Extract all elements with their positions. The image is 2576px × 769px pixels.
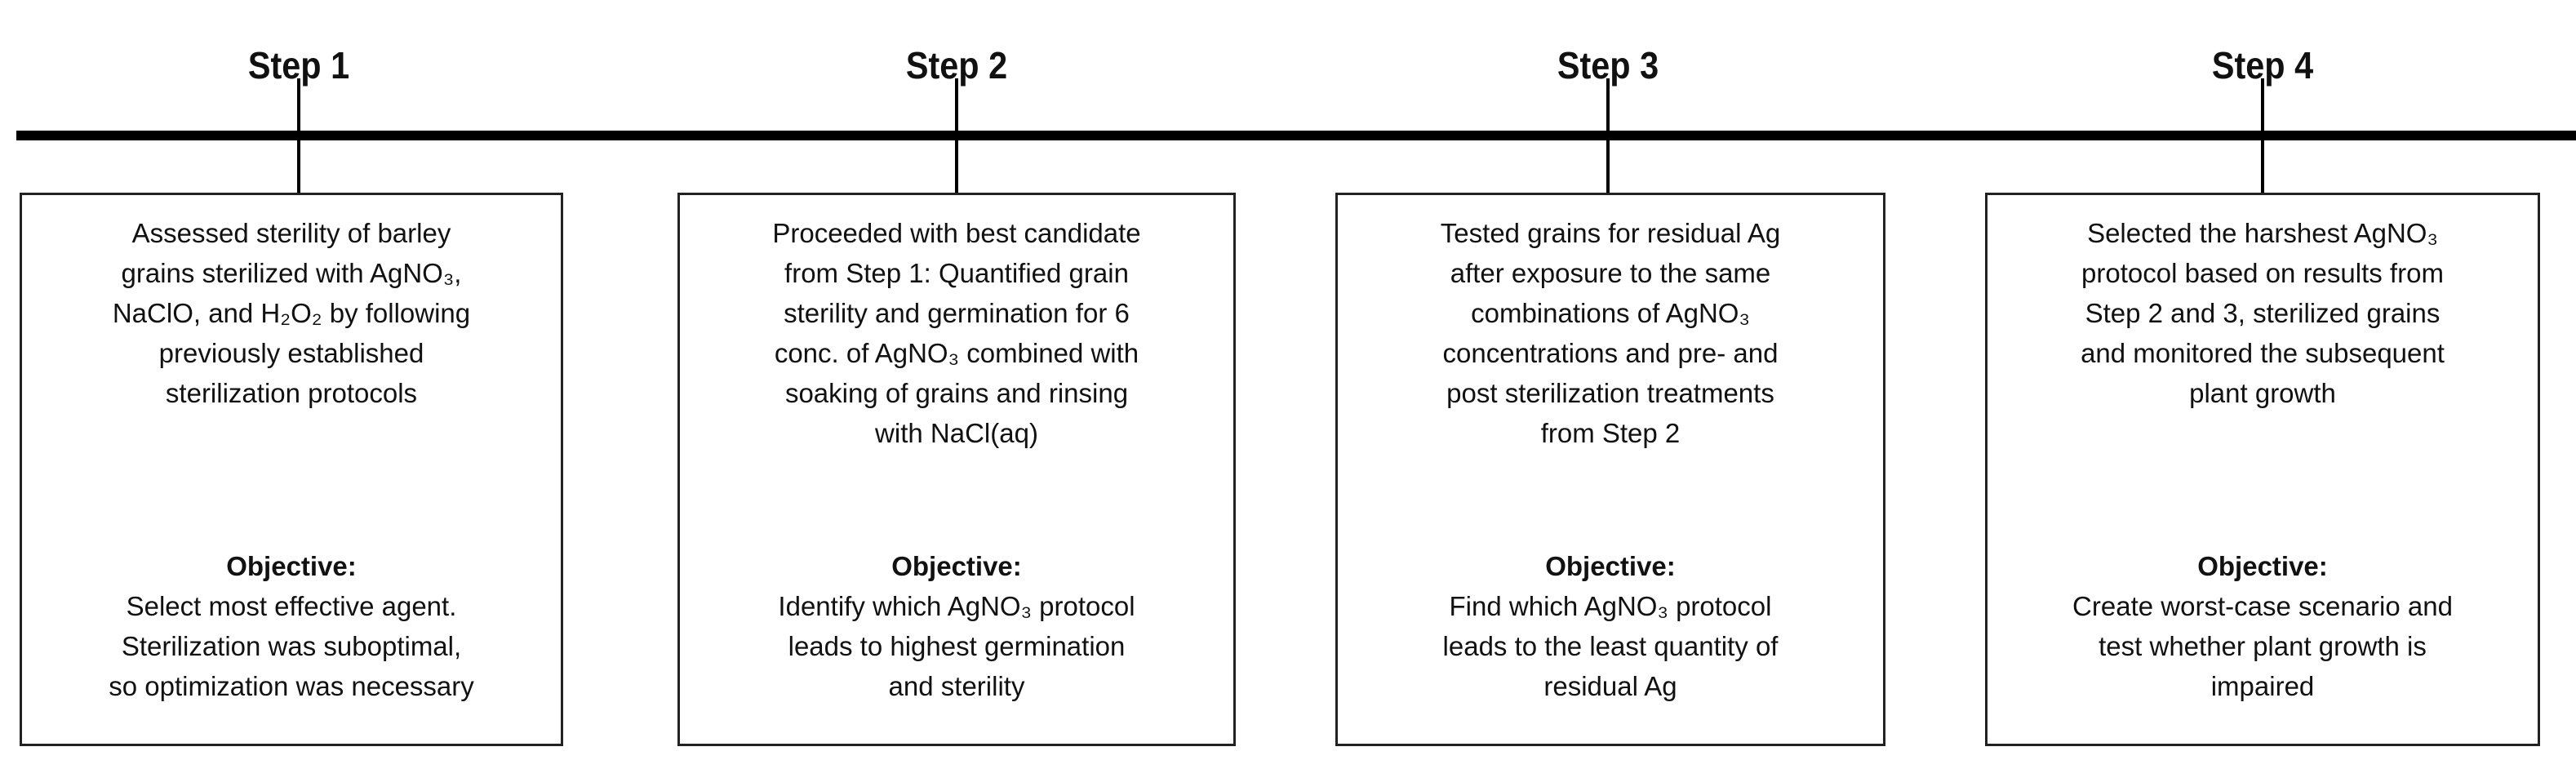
objective-line: leads to the least quantity of — [1442, 631, 1779, 661]
objective-heading: Objective: — [226, 551, 357, 581]
objective-heading: Objective: — [1545, 551, 1676, 581]
step-box: Tested grains for residual Ag after expos… — [1335, 193, 1885, 746]
description-line: grains sterilized with AgNO₃, — [121, 258, 462, 288]
description-line: post sterilization treatments — [1446, 378, 1774, 408]
description-line: Step 2 and 3, sterilized grains — [2085, 298, 2441, 328]
timeline-axis — [16, 131, 2576, 140]
objective-line: and sterility — [888, 671, 1025, 701]
description-line: conc. of AgNO₃ combined with — [774, 338, 1139, 368]
step-description: Selected the harshest AgNO₃ protocol base… — [1988, 213, 2538, 413]
description-line: with NaCl(aq) — [875, 418, 1038, 448]
objective-line: so optimization was necessary — [109, 671, 474, 701]
step-box: Assessed sterility of barley grains steri… — [20, 193, 563, 746]
description-line: combinations of AgNO₃ — [1471, 298, 1750, 328]
objective-line: impaired — [2210, 671, 2315, 701]
objective-heading: Objective: — [891, 551, 1022, 581]
description-line: Selected the harshest AgNO₃ — [2087, 218, 2438, 248]
description-line: NaClO, and H₂O₂ by following — [112, 298, 471, 328]
description-line: sterility and germination for 6 — [784, 298, 1130, 328]
objective-line: residual Ag — [1543, 671, 1677, 701]
objective-line: Identify which AgNO₃ protocol — [778, 591, 1135, 621]
timeline-tick — [2261, 78, 2264, 193]
description-line: and monitored the subsequent — [2081, 338, 2445, 368]
description-line: sterilization protocols — [165, 378, 418, 408]
description-line: from Step 2 — [1540, 418, 1681, 448]
description-line: previously established — [158, 338, 424, 368]
objective-line: Sterilization was suboptimal, — [121, 631, 462, 661]
description-line: after exposure to the same — [1450, 258, 1771, 288]
step-objective: Objective: Identify which AgNO₃ protocol l… — [680, 546, 1233, 706]
objective-line: Create worst-case scenario and — [2072, 591, 2453, 621]
timeline-tick — [297, 78, 300, 193]
step-box: Selected the harshest AgNO₃ protocol base… — [1985, 193, 2540, 746]
objective-line: test whether plant growth is — [2099, 631, 2427, 661]
objective-line: leads to highest germination — [788, 631, 1126, 661]
step-objective: Objective: Find which AgNO₃ protocol leads… — [1338, 546, 1883, 706]
step-box: Proceeded with best candidate from Step 1… — [677, 193, 1236, 746]
timeline-tick — [1606, 78, 1610, 193]
description-line: Assessed sterility of barley — [131, 218, 451, 248]
description-line: Proceeded with best candidate — [772, 218, 1141, 248]
step-description: Tested grains for residual Ag after expos… — [1338, 213, 1883, 453]
step-description: Assessed sterility of barley grains steri… — [22, 213, 561, 413]
description-line: from Step 1: Quantified grain — [784, 258, 1129, 288]
objective-line: Select most effective agent. — [126, 591, 457, 621]
objective-heading: Objective: — [2197, 551, 2328, 581]
step-objective: Objective: Create worst-case scenario and… — [1988, 546, 2538, 706]
step-description: Proceeded with best candidate from Step 1… — [680, 213, 1233, 453]
description-line: protocol based on results from — [2081, 258, 2444, 288]
step-objective: Objective: Select most effective agent. St… — [22, 546, 561, 706]
description-line: plant growth — [2189, 378, 2336, 408]
description-line: concentrations and pre- and — [1442, 338, 1779, 368]
description-line: Tested grains for residual Ag — [1440, 218, 1781, 248]
timeline-tick — [955, 78, 958, 193]
objective-line: Find which AgNO₃ protocol — [1449, 591, 1772, 621]
description-line: soaking of grains and rinsing — [784, 378, 1129, 408]
